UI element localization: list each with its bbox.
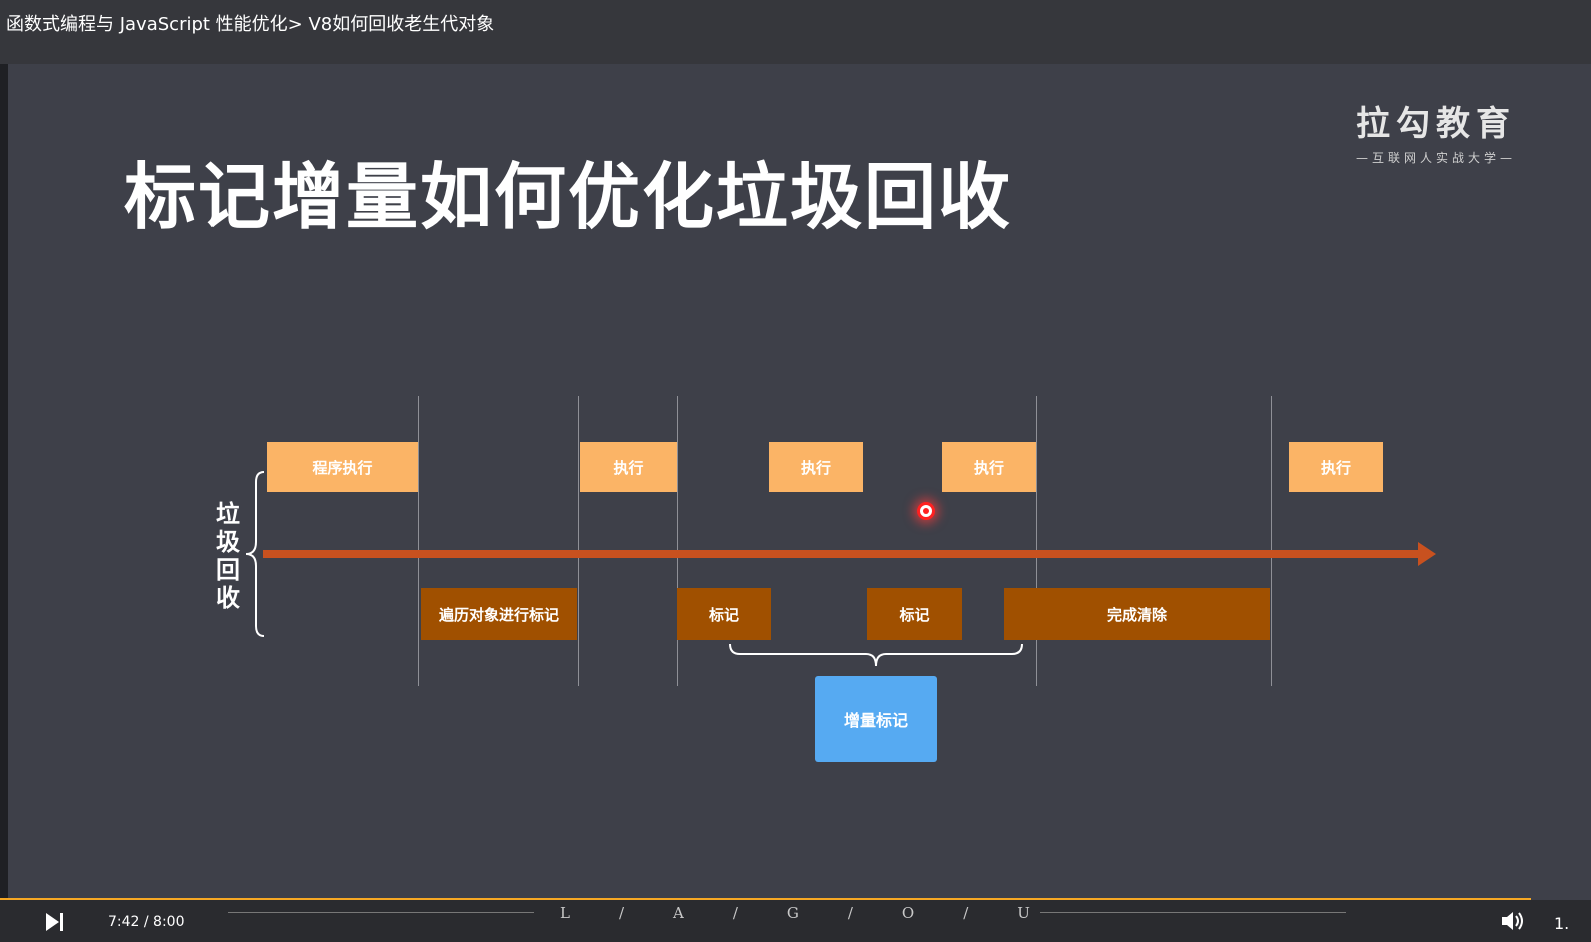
brand-letter: G bbox=[786, 904, 799, 922]
brand-divider bbox=[1040, 912, 1346, 913]
title-bar: 函数式编程与 JavaScript 性能优化> V8如何回收老生代对象 bbox=[0, 0, 1591, 64]
gc-box: 遍历对象进行标记 bbox=[421, 588, 577, 640]
window-title: 函数式编程与 JavaScript 性能优化> V8如何回收老生代对象 bbox=[6, 14, 495, 35]
brand-letter: A bbox=[673, 904, 684, 922]
gc-vertical-label: 垃 圾 回 收 bbox=[213, 500, 243, 612]
brand-letter: / bbox=[847, 904, 853, 922]
gc-label-char: 收 bbox=[216, 584, 240, 612]
timeline-axis bbox=[263, 550, 1421, 558]
timeline-divider bbox=[1271, 396, 1272, 686]
brand-letter: O bbox=[901, 904, 915, 922]
exec-box: 执行 bbox=[942, 442, 1036, 492]
brand-letter: / bbox=[963, 904, 969, 922]
playback-speed[interactable]: 1. bbox=[1554, 914, 1570, 933]
brand-letter: / bbox=[618, 904, 625, 922]
gc-box: 标记 bbox=[677, 588, 771, 640]
left-brace-icon bbox=[245, 471, 265, 637]
timeline-divider bbox=[677, 396, 678, 686]
timeline-divider bbox=[578, 396, 579, 686]
brand-letter: L bbox=[560, 904, 570, 922]
play-next-icon[interactable] bbox=[46, 912, 63, 934]
gc-box: 完成清除 bbox=[1004, 588, 1270, 640]
brand-letter: U bbox=[1017, 904, 1030, 922]
gc-box: 标记 bbox=[867, 588, 962, 640]
logo-sub: —互联网人实战大学— bbox=[1356, 151, 1517, 165]
gc-label-char: 回 bbox=[216, 556, 240, 584]
brand-watermark: L / A / G / O / U bbox=[560, 904, 1030, 922]
timeline-divider bbox=[418, 396, 419, 686]
brand-divider bbox=[228, 912, 534, 913]
logo: 拉勾教育 —互联网人实战大学— bbox=[1356, 96, 1516, 166]
incremental-mark-box: 增量标记 bbox=[815, 676, 937, 762]
timeline-divider bbox=[1036, 396, 1037, 686]
left-border bbox=[0, 64, 8, 900]
exec-box: 程序执行 bbox=[267, 442, 418, 492]
gc-label-char: 圾 bbox=[216, 528, 240, 556]
player-controls: 7:42 / 8:00 L / A / G / O / U 1. bbox=[0, 900, 1591, 942]
gc-label-char: 垃 bbox=[216, 500, 240, 528]
time-display: 7:42 / 8:00 bbox=[108, 914, 185, 930]
arrow-head-icon bbox=[1418, 542, 1436, 566]
exec-box: 执行 bbox=[769, 442, 863, 492]
laser-pointer-icon bbox=[917, 502, 935, 520]
brand-letter: / bbox=[732, 904, 738, 922]
bottom-brace-icon bbox=[729, 643, 1023, 667]
video-frame[interactable]: 标记增量如何优化垃圾回收 拉勾教育 —互联网人实战大学— 程序执行 执行 执行 … bbox=[8, 64, 1591, 900]
logo-main: 拉勾教育 bbox=[1356, 104, 1516, 144]
slide-title: 标记增量如何优化垃圾回收 bbox=[124, 155, 1013, 239]
exec-box: 执行 bbox=[1289, 442, 1383, 492]
volume-icon[interactable] bbox=[1500, 910, 1526, 938]
exec-box: 执行 bbox=[580, 442, 677, 492]
